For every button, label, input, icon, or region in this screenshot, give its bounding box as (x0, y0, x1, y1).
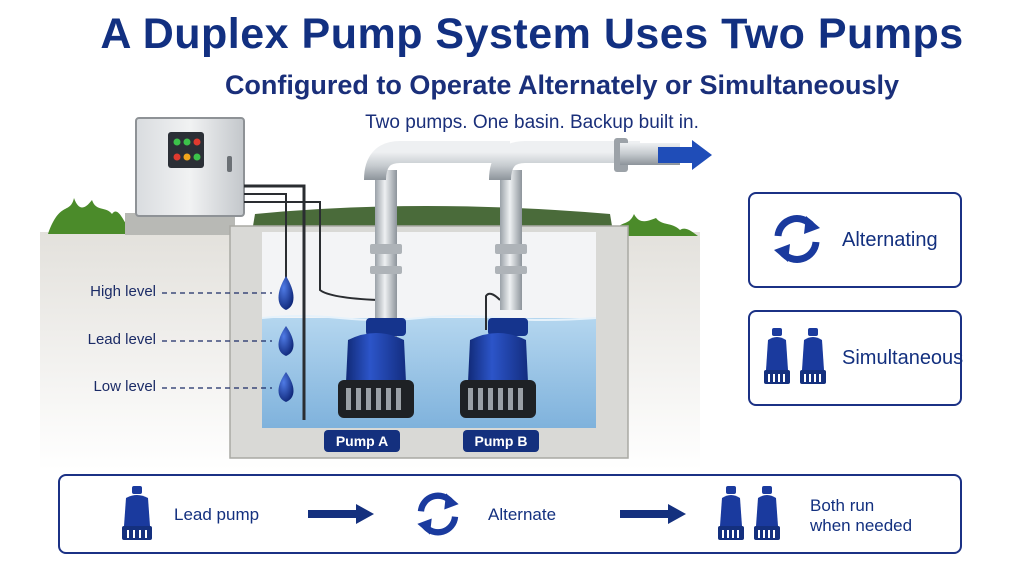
right-arrow-icon (620, 504, 686, 524)
level-label-high: High level (90, 283, 156, 300)
pump-b-submersible-pump-icon (460, 318, 536, 418)
right-arrow-icon (308, 504, 374, 524)
mode-simultaneous-card: Simultaneous (748, 310, 964, 406)
page-title: A Duplex Pump System Uses Two Pumps (100, 10, 964, 58)
sequence-bar: Lead pump Alternate Both run when needed (58, 474, 962, 554)
discharge-piping (364, 138, 712, 340)
float-switch-lead-icon (278, 326, 294, 356)
two-pumps-icon (718, 486, 780, 540)
mode-alternating-card: Alternating (748, 192, 962, 288)
sequence-alternate-label: Alternate (488, 505, 557, 524)
level-label-low: Low level (93, 378, 156, 395)
cycle-arrows-icon (417, 492, 459, 536)
panel-base (125, 213, 235, 235)
basin-water (262, 318, 596, 428)
page-subtitle: Configured to Operate Alternately or Sim… (224, 70, 900, 100)
sequence-both-run-line2: when needed (810, 516, 913, 535)
pump-b-label: Pump B (463, 430, 539, 452)
pump-a-submersible-pump-icon (338, 318, 414, 418)
level-label-lead: Lead level (87, 331, 156, 348)
float-switch-high-icon (278, 276, 294, 310)
mode-simultaneous-label: Simultaneous (842, 347, 964, 369)
grass-right (612, 214, 698, 236)
sequence-lead-pump-label: Lead pump (174, 505, 260, 524)
page-tagline: Two pumps. One basin. Backup built in. (365, 112, 699, 133)
float-switch-low-icon (278, 372, 294, 402)
two-pumps-icon (764, 328, 826, 384)
float-cord-main (244, 184, 306, 420)
cycle-arrows-icon (774, 215, 820, 263)
pump-a-label: Pump A (324, 430, 400, 452)
lead-pump-icon (122, 486, 152, 540)
basin-lid (253, 206, 612, 226)
outflow-arrow-icon (658, 140, 712, 170)
float-cord-high (244, 193, 287, 286)
grass-left (48, 198, 132, 234)
pump-b-cable (485, 292, 501, 330)
control-panel-lights (168, 132, 204, 168)
mode-alternating-label: Alternating (842, 229, 938, 251)
sequence-both-run-label: Both run when needed (810, 496, 912, 536)
sequence-both-run-line1: Both run (810, 496, 875, 515)
